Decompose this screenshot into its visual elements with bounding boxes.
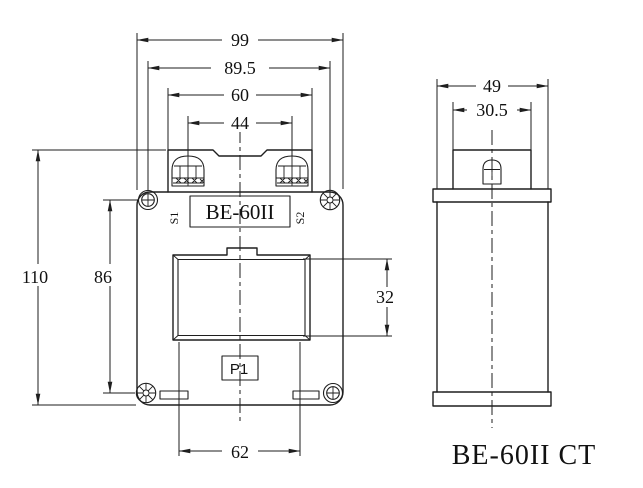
side-body bbox=[436, 201, 549, 393]
dim-99: 99 bbox=[231, 30, 249, 50]
ext-60 bbox=[167, 88, 313, 150]
mount-screw-bottom-left bbox=[135, 382, 157, 404]
dim-62: 62 bbox=[231, 442, 249, 462]
dim-110: 110 bbox=[22, 267, 48, 287]
p1-label: P1 bbox=[230, 361, 248, 378]
dim-49: 49 bbox=[483, 76, 501, 96]
mount-slot-left bbox=[159, 390, 189, 400]
ext-110 bbox=[32, 149, 166, 406]
mount-screw-bottom-right bbox=[322, 382, 344, 404]
mount-slot-right bbox=[292, 390, 320, 400]
ext-99 bbox=[136, 33, 344, 190]
dim-60: 60 bbox=[231, 85, 249, 105]
terminal-marking-s2: S2 bbox=[293, 212, 307, 225]
terminal-marking-s1: S1 bbox=[167, 212, 181, 225]
drawing-caption: BE-60II CT bbox=[452, 440, 597, 471]
side-dimensions: 49 30.5 bbox=[436, 76, 549, 189]
ext-49 bbox=[436, 79, 549, 189]
side-view bbox=[432, 130, 552, 428]
terminal-screw-left bbox=[171, 155, 205, 187]
dim-89-5: 89.5 bbox=[224, 58, 256, 78]
ext-89-5 bbox=[147, 61, 331, 190]
mount-screw-top-left bbox=[137, 189, 159, 211]
dim-44: 44 bbox=[231, 113, 249, 133]
dim-30-5: 30.5 bbox=[476, 100, 508, 120]
ct-window bbox=[172, 247, 311, 341]
dim-86: 86 bbox=[94, 267, 112, 287]
ext-32 bbox=[303, 258, 392, 337]
ext-62 bbox=[178, 342, 301, 456]
front-dimensions: 99 89.5 60 44 110 86 32 62 bbox=[15, 30, 401, 462]
mount-screw-top-right bbox=[319, 189, 341, 211]
dim-32: 32 bbox=[376, 287, 394, 307]
